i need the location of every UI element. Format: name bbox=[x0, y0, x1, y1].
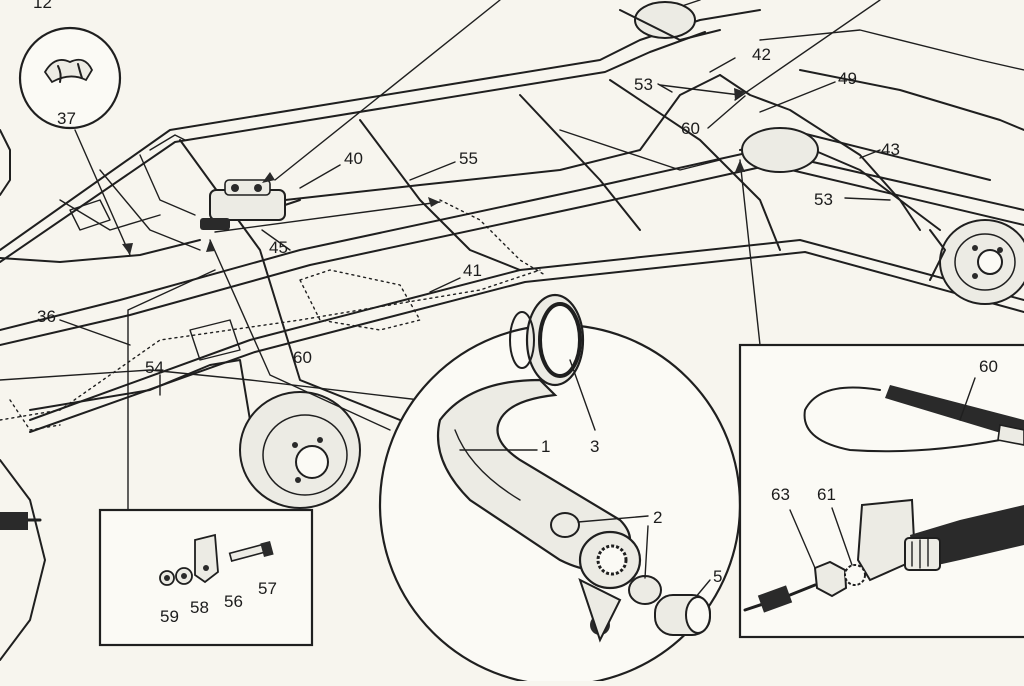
callout-3: 3 bbox=[590, 437, 599, 456]
inset-clip-37 bbox=[18, 26, 122, 130]
chassis-frame bbox=[0, 0, 1024, 433]
callout-54: 54 bbox=[145, 358, 164, 377]
callout-63: 63 bbox=[771, 485, 790, 504]
callout-55: 55 bbox=[459, 149, 478, 168]
callout-42: 42 bbox=[752, 45, 771, 64]
callout-43: 43 bbox=[881, 140, 900, 159]
callout-53-lower: 53 bbox=[814, 190, 833, 209]
callout-61: 61 bbox=[817, 485, 836, 504]
inset-box-fixings bbox=[98, 508, 314, 647]
rear-brake-drum bbox=[929, 219, 1024, 305]
callout-57: 57 bbox=[258, 579, 277, 598]
leader-lines bbox=[59, 0, 891, 511]
callout-12: 12 bbox=[33, 0, 52, 12]
master-cylinder bbox=[200, 179, 301, 230]
callout-60-lower: 60 bbox=[293, 348, 312, 367]
callout-58: 58 bbox=[190, 598, 209, 617]
callout-labels: 12 37 36 40 55 41 45 60 54 42 53 60 49 4… bbox=[33, 0, 998, 626]
callout-41: 41 bbox=[463, 261, 482, 280]
callout-1: 1 bbox=[541, 437, 550, 456]
callout-40: 40 bbox=[344, 149, 363, 168]
rear-axle bbox=[619, 1, 941, 231]
callout-49: 49 bbox=[838, 69, 857, 88]
callout-53-upper: 53 bbox=[634, 75, 653, 94]
callout-56: 56 bbox=[224, 592, 243, 611]
brake-pipes bbox=[0, 74, 921, 421]
front-brake-drum bbox=[239, 391, 361, 509]
callout-45: 45 bbox=[269, 238, 288, 257]
callout-60-inset: 60 bbox=[979, 357, 998, 376]
callout-37: 37 bbox=[57, 109, 76, 128]
left-edge-wheel bbox=[0, 129, 46, 661]
callout-5: 5 bbox=[713, 567, 722, 586]
callout-2: 2 bbox=[653, 508, 662, 527]
inset-brake-pedal bbox=[378, 293, 742, 686]
callout-59: 59 bbox=[160, 607, 179, 626]
inset-box-hose bbox=[738, 343, 1024, 639]
callout-36: 36 bbox=[37, 307, 56, 326]
callout-60-upper: 60 bbox=[681, 119, 700, 138]
